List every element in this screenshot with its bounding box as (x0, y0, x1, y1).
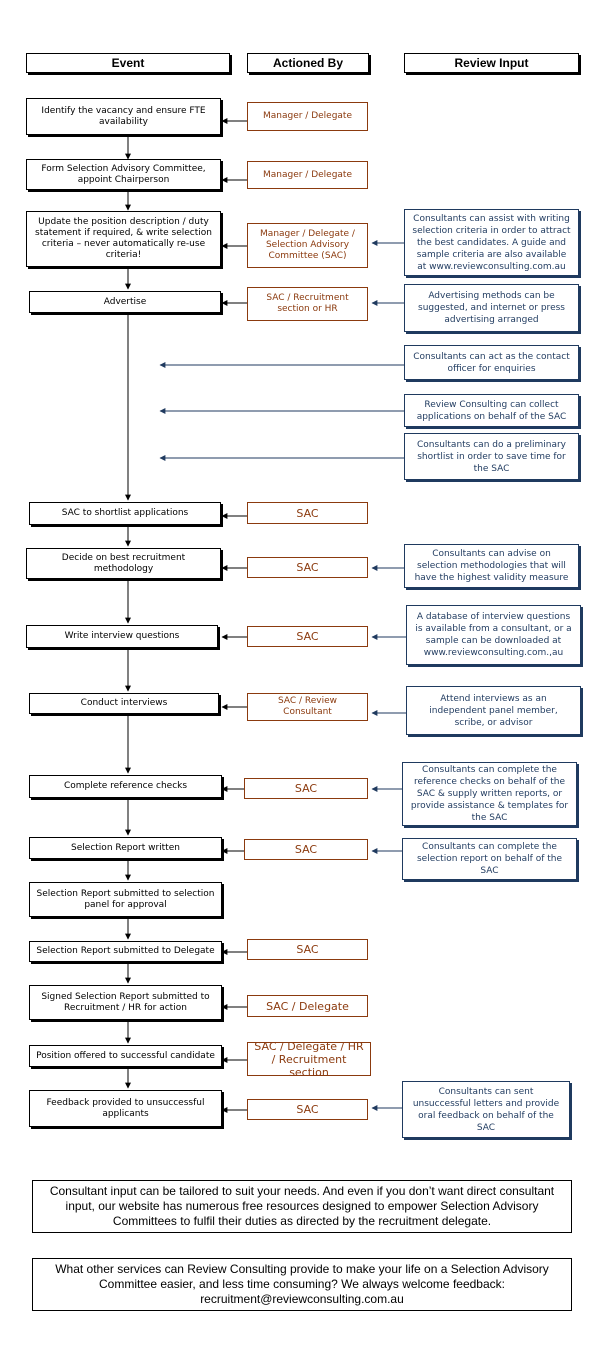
footer-note-feedback: What other services can Review Consultin… (32, 1258, 572, 1311)
event-step: Conduct interviews (29, 693, 219, 714)
review-input-box: Consultants can advise on selection meth… (404, 544, 579, 588)
review-input-box: Consultants can act as the contact offic… (404, 345, 579, 380)
actioned-by-box: SAC (247, 626, 368, 647)
header-review-input: Review Input (404, 53, 579, 73)
actioned-by-box: SAC / Review Consultant (247, 693, 368, 721)
event-step: Selection Report submitted to Delegate (29, 941, 222, 962)
review-input-box: Attend interviews as an independent pane… (406, 686, 581, 735)
review-input-box: Review Consulting can collect applicatio… (404, 394, 579, 427)
actioned-by-box: Manager / Delegate (247, 161, 368, 189)
actioned-by-box: SAC / Recruitment section or HR (247, 287, 368, 321)
actioned-by-box: Manager / Delegate / Selection Advisory … (247, 223, 368, 268)
actioned-by-box: SAC (247, 557, 368, 578)
event-step: Form Selection Advisory Committee, appoi… (26, 159, 221, 190)
event-step: Identify the vacancy and ensure FTE avai… (26, 98, 221, 135)
review-input-box: Consultants can sent unsuccessful letter… (402, 1081, 570, 1138)
actioned-by-box: SAC (247, 1099, 368, 1120)
actioned-by-box: SAC (244, 839, 368, 860)
actioned-by-box: Manager / Delegate (247, 102, 368, 131)
header-event: Event (26, 53, 230, 73)
event-step: Selection Report submitted to selection … (29, 882, 222, 917)
event-step: Decide on best recruitment methodology (26, 548, 221, 579)
event-step: Position offered to successful candidate (29, 1045, 222, 1067)
actioned-by-box: SAC / Delegate (247, 995, 368, 1017)
actioned-by-box: SAC (244, 778, 368, 799)
event-step: SAC to shortlist applications (29, 502, 221, 525)
review-input-box: Consultants can complete the reference c… (402, 762, 577, 826)
actioned-by-box: SAC / Delegate / HR / Recruitment sectio… (247, 1040, 371, 1079)
event-step: Advertise (29, 291, 221, 313)
review-input-box: A database of interview questions is ava… (406, 605, 581, 665)
event-step: Write interview questions (26, 625, 218, 648)
review-input-box: Consultants can assist with writing sele… (404, 209, 579, 276)
actioned-by-box: SAC (247, 502, 368, 524)
review-input-box: Advertising methods can be suggested, an… (404, 284, 579, 332)
event-step: Complete reference checks (29, 775, 222, 798)
event-step: Update the position description / duty s… (26, 211, 221, 267)
event-step: Signed Selection Report submitted to Rec… (29, 985, 222, 1020)
header-actioned-by: Actioned By (247, 53, 369, 73)
review-input-box: Consultants can complete the selection r… (402, 838, 577, 880)
event-step: Selection Report written (29, 837, 222, 859)
event-step: Feedback provided to unsuccessful applic… (29, 1090, 222, 1127)
footer-note-tailored: Consultant input can be tailored to suit… (32, 1180, 572, 1233)
actioned-by-box: SAC (247, 939, 368, 960)
review-input-box: Consultants can do a preliminary shortli… (404, 433, 579, 480)
